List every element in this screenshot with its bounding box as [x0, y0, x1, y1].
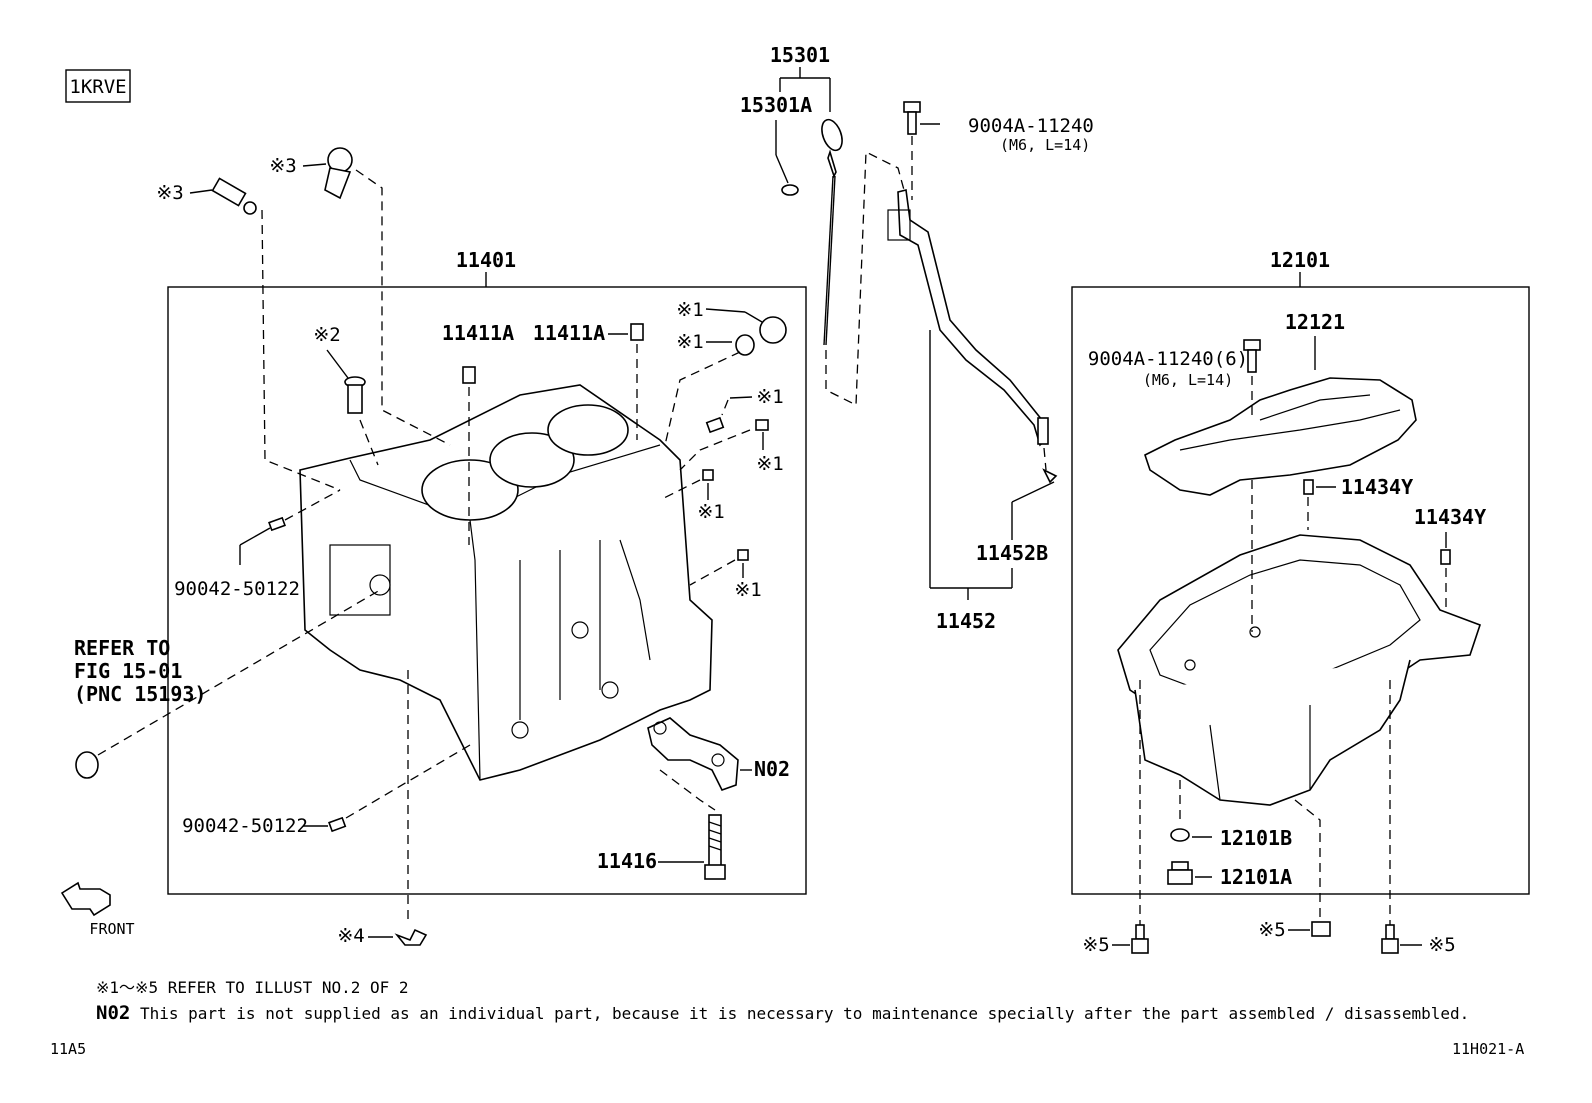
- oil-pan-group: 12101 12121 9004A-11240(6) (M6, L=14) 11…: [1071, 248, 1530, 956]
- baffle-bolt-part[interactable]: [1243, 339, 1261, 373]
- baffle-plate-part[interactable]: [1144, 377, 1417, 496]
- baffle-bolt-label[interactable]: 9004A-11240(6): [1088, 348, 1248, 370]
- ref-4: ※4: [337, 925, 364, 947]
- engine-code-tag: 1KRVE: [65, 69, 131, 103]
- plug-90042-upper-label[interactable]: 90042-50122: [174, 578, 300, 600]
- bearing-cap-part[interactable]: [647, 717, 739, 791]
- oil-pan-group-frame: [1071, 286, 1530, 895]
- guide-sub-label[interactable]: 11452B: [976, 541, 1048, 565]
- plug-90042-lower-label[interactable]: 90042-50122: [182, 815, 308, 837]
- bearing-cap-label[interactable]: N02: [754, 757, 790, 781]
- dipstick-group: 15301 15301A: [740, 43, 905, 407]
- gasket-part[interactable]: [735, 334, 755, 356]
- pin-11411a-right[interactable]: [630, 323, 644, 341]
- ref-2: ※2: [313, 324, 340, 346]
- cap-bolt-label[interactable]: 11416: [597, 849, 657, 873]
- baffle-label[interactable]: 12121: [1285, 310, 1345, 334]
- oil-seal-part[interactable]: [75, 751, 99, 779]
- pan-bolt-left[interactable]: [1131, 924, 1149, 954]
- pin-11434y-right-label[interactable]: 11434Y: [1414, 505, 1486, 529]
- ref-5-right: ※5: [1428, 934, 1455, 956]
- guide-bolt-spec: (M6, L=14): [1000, 136, 1090, 154]
- pin-11434y-left-label[interactable]: 11434Y: [1341, 475, 1413, 499]
- pan-bolt-middle[interactable]: [1311, 921, 1331, 937]
- refer-line-1: REFER TO: [74, 636, 170, 660]
- drain-plug-part[interactable]: [1167, 861, 1193, 885]
- pin-11411a-left-label[interactable]: 11411A: [442, 321, 514, 345]
- refer-line-2: FIG 15-01: [74, 659, 182, 683]
- pin-11434y-right[interactable]: [1440, 549, 1451, 565]
- front-label: FRONT: [89, 920, 134, 938]
- dipstick-o-ring[interactable]: [781, 184, 799, 196]
- block-group: 11401 ※3: [74, 147, 807, 947]
- dipstick-sub-label[interactable]: 15301A: [740, 93, 812, 117]
- ref-5-left: ※5: [1082, 934, 1109, 956]
- pan-bolt-right[interactable]: [1381, 924, 1399, 954]
- plug-part[interactable]: [759, 316, 787, 344]
- oil-pan-part[interactable]: [1117, 534, 1482, 806]
- n02-code: N02: [96, 1002, 131, 1024]
- n02-note: N02 This part is not supplied as an indi…: [96, 1002, 1469, 1024]
- block-group-frame: [167, 286, 807, 895]
- block-group-number[interactable]: 11401: [456, 248, 516, 272]
- o-ring-small[interactable]: [1042, 468, 1058, 484]
- baffle-bolt-spec: (M6, L=14): [1143, 371, 1233, 389]
- pin-11411a-right-label[interactable]: 11411A: [533, 321, 605, 345]
- sheet-code-right: 11H021-A: [1452, 1040, 1525, 1058]
- ref-1-e: ※1: [697, 501, 724, 523]
- oil-pan-group-number[interactable]: 12101: [1270, 248, 1330, 272]
- drain-plug-label[interactable]: 12101A: [1220, 865, 1292, 889]
- guide-bolt-label[interactable]: 9004A-11240: [968, 115, 1094, 137]
- front-arrow: FRONT: [60, 881, 135, 938]
- ref-5-middle: ※5: [1258, 919, 1285, 941]
- sheet-code-left: 11A5: [50, 1040, 87, 1058]
- dipstick-part[interactable]: [818, 117, 846, 346]
- knock-sensor-part[interactable]: [211, 177, 257, 215]
- position-sensor-part[interactable]: [324, 147, 353, 200]
- drain-gasket-label[interactable]: 12101B: [1220, 826, 1292, 850]
- ref-3-top: ※3: [269, 155, 296, 177]
- pin-11434y-left[interactable]: [1303, 479, 1314, 495]
- ref-1-a: ※1: [676, 299, 703, 321]
- refer-note: ※1～※5 REFER TO ILLUST NO.2 OF 2: [96, 978, 409, 997]
- drain-gasket-part[interactable]: [1170, 828, 1190, 842]
- guide-label[interactable]: 11452: [936, 609, 996, 633]
- oil-jet-part[interactable]: [344, 376, 366, 414]
- pin-11411a-left[interactable]: [462, 366, 476, 384]
- clip-part[interactable]: [394, 928, 428, 946]
- engine-code: 1KRVE: [69, 76, 126, 98]
- n02-text: This part is not supplied as an individu…: [139, 1004, 1470, 1023]
- guide-bolt-part[interactable]: [903, 101, 921, 135]
- ref-1-b: ※1: [676, 331, 703, 353]
- ref-1-c: ※1: [756, 386, 783, 408]
- guide-tube-part[interactable]: [887, 189, 1049, 447]
- ref-1-d: ※1: [756, 453, 783, 475]
- dipstick-group-number[interactable]: 15301: [770, 43, 830, 67]
- cap-bolt-part[interactable]: [704, 814, 726, 880]
- ref-1-f: ※1: [734, 579, 761, 601]
- ref-3-left: ※3: [156, 182, 183, 204]
- refer-line-3: (PNC 15193): [74, 682, 206, 706]
- cylinder-block[interactable]: [299, 384, 713, 781]
